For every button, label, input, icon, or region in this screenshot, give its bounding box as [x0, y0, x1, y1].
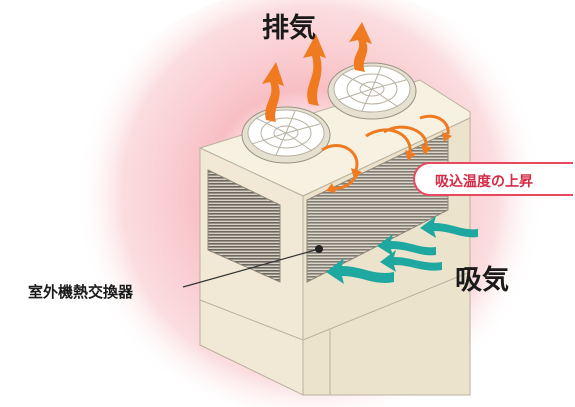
intake-label: 吸気 [455, 265, 509, 296]
heat-exchanger-front [207, 169, 281, 283]
intake-temp-rise-label: 吸込温度の上昇 [435, 174, 533, 190]
exhaust-label: 排気 [262, 13, 316, 44]
fan-icon [241, 106, 331, 164]
exhaust-arrow-icon [262, 22, 372, 122]
fan-icon [327, 62, 417, 120]
heat-exchanger-side [306, 131, 449, 283]
intake-arrow-icon [326, 216, 478, 284]
intake-temp-rise-badge: 吸込温度の上昇 [413, 162, 573, 196]
heat-exchanger-label: 室外機熱交換器 [28, 283, 134, 301]
leader-line [182, 248, 320, 288]
leader-dot [315, 245, 323, 253]
